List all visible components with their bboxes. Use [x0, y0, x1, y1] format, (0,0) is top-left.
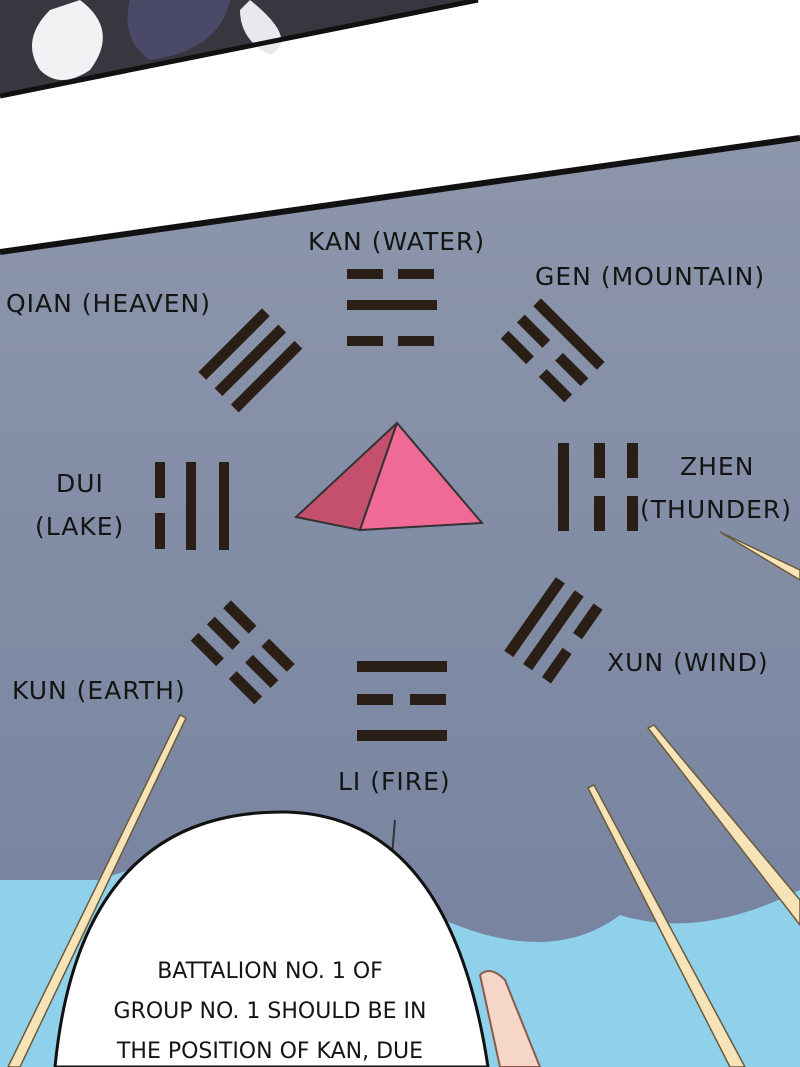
pyramid-icon: [293, 421, 485, 532]
speech-bubble: BATTALION NO. 1 OF GROUP NO. 1 SHOULD BE…: [53, 810, 490, 1067]
trigram-li-icon: [357, 661, 447, 741]
trigram-gen-icon: [500, 298, 605, 403]
light-beams: [7, 531, 800, 1067]
trigram-qian-icon: [198, 308, 303, 413]
trigram-dui-icon: [155, 462, 229, 550]
trigram-kan-icon: [347, 269, 437, 346]
label-zhen-sub: (THUNDER): [640, 495, 792, 524]
label-gen: GEN (MOUNTAIN): [535, 262, 765, 291]
label-kun: KUN (EARTH): [12, 676, 186, 705]
label-dui-sub: (LAKE): [35, 512, 124, 541]
label-li: LI (FIRE): [338, 767, 451, 796]
label-xun: XUN (WIND): [607, 648, 769, 677]
label-qian: QIAN (HEAVEN): [6, 289, 211, 318]
label-dui: DUI: [56, 469, 104, 498]
top-panel: [0, 0, 479, 99]
label-zhen: ZHEN: [680, 452, 754, 481]
trigram-xun-icon: [504, 577, 603, 684]
speech-line-1: BATTALION NO. 1 OF: [157, 959, 383, 984]
hand: [478, 970, 542, 1067]
speech-line-3: THE POSITION OF KAN, DUE: [116, 1039, 423, 1064]
label-kan: KAN (WATER): [308, 227, 485, 256]
trigram-kun-icon: [190, 600, 295, 705]
trigram-zhen-icon: [558, 443, 638, 531]
speech-line-2: GROUP NO. 1 SHOULD BE IN: [114, 999, 427, 1024]
